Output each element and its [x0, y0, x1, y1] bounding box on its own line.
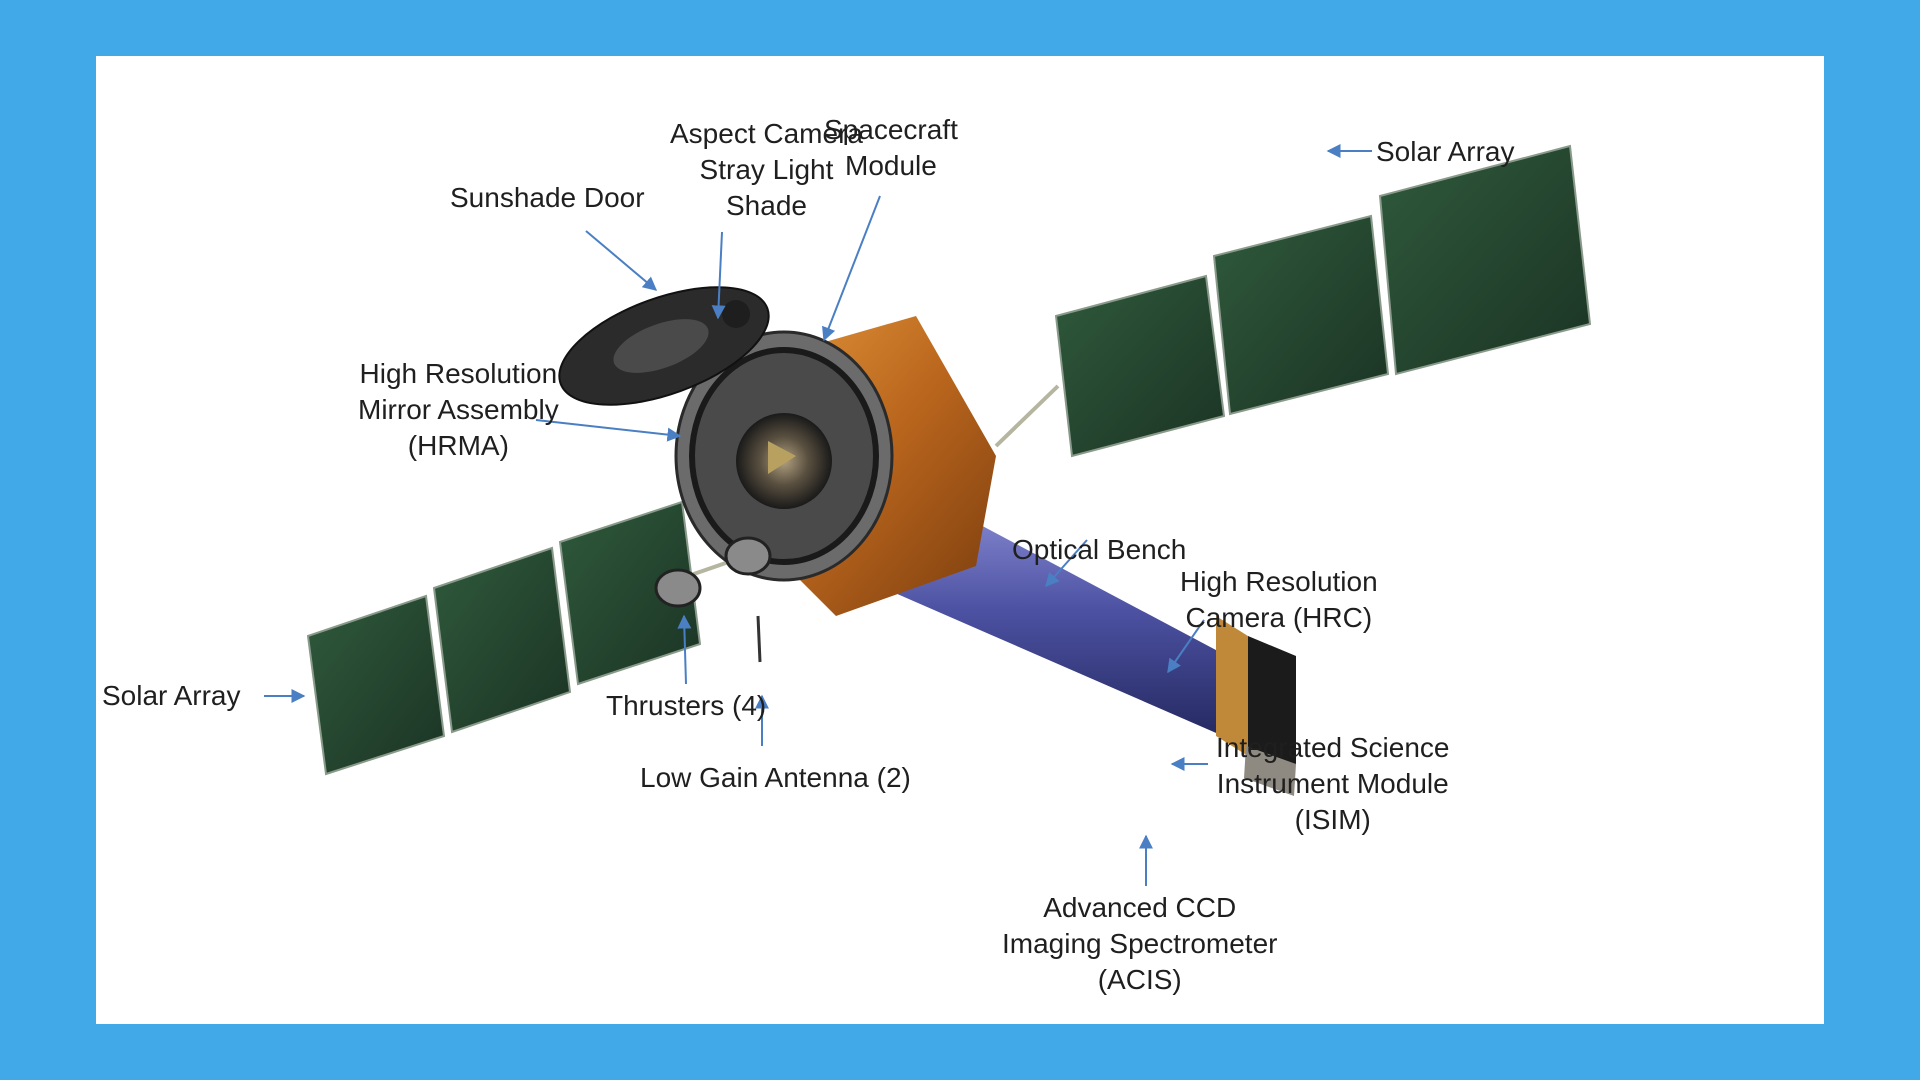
solar-array-strut: [994, 384, 1060, 448]
arrow-hrma: [535, 419, 682, 442]
isim-housing: [1248, 636, 1296, 764]
telescope-front: [674, 330, 894, 582]
mirror-center: [768, 441, 796, 474]
label-hrc: High Resolution Camera (HRC): [1180, 566, 1378, 633]
diagram-frame: Sunshade Door Aspect Camera Stray Light …: [96, 56, 1824, 1024]
arrow-thrusters: [677, 614, 692, 685]
label-solar-array-right: Solar Array: [1376, 136, 1515, 167]
label-solar-array-left: Solar Array: [102, 680, 241, 711]
label-sunshade-door: Sunshade Door: [450, 182, 645, 213]
label-low-gain-antenna: Low Gain Antenna (2): [640, 762, 911, 793]
right-solar-array: [994, 144, 1592, 458]
solar-panel: [306, 594, 446, 776]
door-hub: [613, 319, 709, 373]
arrow-aspect-camera: [711, 231, 726, 320]
solar-panel: [1054, 274, 1226, 458]
acis-housing: [1244, 746, 1296, 796]
label-thrusters: Thrusters (4): [606, 690, 767, 721]
left-solar-array: [306, 500, 747, 776]
arrow-spacecraft-module: [822, 195, 881, 342]
thruster-nozzle: [654, 568, 702, 608]
solar-panel: [1378, 144, 1592, 376]
science-instrument-module: [1216, 616, 1296, 796]
low-gain-antenna: [756, 615, 762, 663]
thruster-nozzle: [724, 536, 772, 576]
label-hrma: High Resolution Mirror Assembly (HRMA): [358, 358, 559, 461]
label-isim: Integrated Science Instrument Module (IS…: [1216, 732, 1450, 835]
callout-arrows: [264, 144, 1372, 886]
aspect-camera-shade: [722, 300, 750, 328]
solar-panel: [1212, 214, 1390, 416]
label-aspect-camera: Aspect Camera Stray Light Shade: [670, 118, 863, 221]
arrow-sunshade-door: [585, 230, 658, 291]
label-spacecraft-module: Spacecraft Module: [824, 114, 958, 181]
label-optical-bench: Optical Bench: [1012, 534, 1187, 565]
hrc-housing: [1216, 616, 1248, 756]
arrow-hrc: [1167, 619, 1205, 674]
solar-panel: [558, 500, 702, 686]
label-acis: Advanced CCD Imaging Spectrometer (ACIS): [1002, 892, 1278, 995]
arrow-optical-bench: [1045, 539, 1088, 588]
solar-panel: [432, 546, 572, 734]
thrusters: [654, 536, 772, 608]
spacecraft-illustration: [264, 144, 1592, 886]
